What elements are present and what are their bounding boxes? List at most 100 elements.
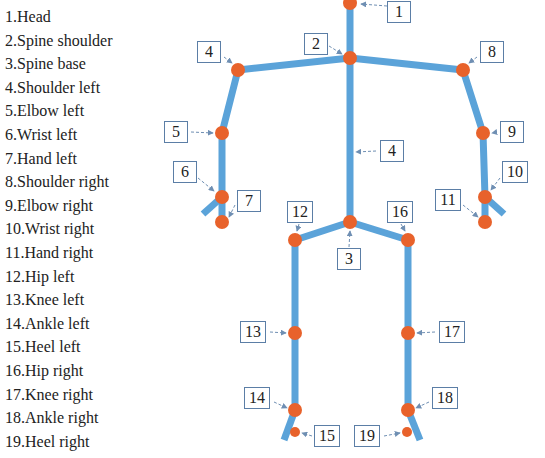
joint-name: 5.Elbow left: [5, 102, 84, 120]
callout-box: 15: [314, 425, 340, 447]
joint-name: 10.Wrist right: [5, 220, 94, 238]
callout-box: 2: [304, 33, 328, 55]
joint-name: 17.Knee right: [5, 386, 93, 404]
leader-line: [384, 433, 400, 436]
callout-number: 10: [507, 164, 523, 180]
callout-box: 3: [337, 248, 361, 270]
joints: [215, 0, 492, 437]
callout-box: 4: [197, 41, 221, 63]
leader-line: [417, 332, 435, 333]
joint-name: 19.Heel right: [5, 433, 89, 451]
callout-box: 9: [500, 121, 524, 143]
shoulder-bone: [350, 58, 463, 70]
joint-name: 9.Elbow right: [5, 197, 93, 215]
joint-dot: [288, 403, 302, 417]
callout-number: 6: [181, 164, 189, 180]
callout-number: 18: [437, 390, 453, 406]
joint-dot: [478, 215, 492, 229]
pelvis-bone: [295, 222, 350, 240]
spine-bone: [347, 0, 354, 222]
joint-name: 14.Ankle left: [5, 315, 89, 333]
callout-number: 5: [172, 124, 180, 140]
joint-dot: [401, 403, 415, 417]
callout-number: 13: [245, 324, 261, 340]
callout-number: 14: [249, 390, 265, 406]
joint-dot: [401, 326, 415, 340]
joint-dot: [478, 190, 492, 204]
leader-line: [191, 132, 213, 133]
leader-line: [491, 178, 500, 190]
callout-box: 4: [380, 140, 404, 162]
leg-bone: [292, 240, 299, 410]
leader-line: [274, 402, 287, 408]
joint-dot: [343, 51, 357, 65]
callout-box: 11: [435, 189, 461, 211]
joint-name: 7.Hand left: [5, 150, 77, 168]
leader-line: [463, 205, 478, 217]
leader-line: [401, 224, 405, 231]
leader-line: [229, 205, 235, 217]
joint-dot: [343, 0, 357, 10]
joint-dot: [343, 215, 357, 229]
callout-number: 4: [388, 143, 396, 159]
callout-number: 9: [508, 124, 516, 140]
callout-number: 16: [392, 204, 408, 220]
callout-box: 16: [387, 201, 413, 223]
pelvis-bone: [350, 222, 408, 240]
leader-lines: [191, 4, 500, 436]
callout-box: 13: [240, 321, 266, 343]
leader-line: [297, 224, 299, 231]
joint-name: 6.Wrist left: [5, 126, 77, 144]
joint-dot: [231, 63, 245, 77]
callout-number: 2: [312, 36, 320, 52]
joint-dot: [290, 427, 300, 437]
callout-number: 15: [319, 428, 335, 444]
joint-name: 16.Hip right: [5, 362, 83, 380]
leader-line: [416, 402, 429, 408]
joint-dot: [288, 326, 302, 340]
callout-number: 12: [292, 204, 308, 220]
callout-number: 8: [488, 44, 496, 60]
leader-line: [302, 433, 312, 436]
joint-dot: [476, 126, 490, 140]
joint-dot: [401, 233, 415, 247]
shoulder-bone: [238, 58, 350, 70]
joint-dot: [456, 63, 470, 77]
callout-box: 18: [432, 387, 458, 409]
leader-line: [224, 57, 232, 63]
leader-line: [356, 151, 376, 152]
leader-line: [270, 332, 286, 333]
callout-box: 14: [244, 387, 270, 409]
callout-number: 11: [440, 192, 455, 208]
joint-name: 11.Hand right: [5, 244, 93, 262]
leader-line: [492, 132, 497, 133]
callout-box: 12: [287, 201, 313, 223]
leader-line: [361, 4, 387, 6]
leader-line: [329, 46, 342, 54]
callout-box: 6: [173, 161, 197, 183]
leader-line: [469, 57, 477, 63]
joint-dot: [215, 126, 229, 140]
joint-name: 18.Ankle right: [5, 409, 98, 427]
leader-line: [349, 231, 350, 247]
callout-number: 7: [245, 193, 253, 209]
callout-box: 1: [387, 1, 411, 23]
callout-box: 10: [502, 161, 528, 183]
callout-number: 1: [395, 4, 403, 20]
joint-name: 2.Spine shoulder: [5, 32, 113, 50]
leader-line: [198, 178, 214, 191]
joint-name: 13.Knee left: [5, 291, 84, 309]
joint-name: 15.Heel left: [5, 338, 81, 356]
joint-name: 8.Shoulder right: [5, 173, 109, 191]
joint-name: 4.Shoulder left: [5, 79, 100, 97]
joint-dot: [215, 215, 229, 229]
joint-dot: [402, 427, 412, 437]
joint-name: 3.Spine base: [5, 55, 86, 73]
callout-number: 4: [205, 44, 213, 60]
callout-box: 17: [439, 321, 465, 343]
callout-number: 19: [359, 428, 375, 444]
joint-name: 1.Head: [5, 8, 51, 26]
callout-number: 3: [345, 251, 353, 267]
joint-name: 12.Hip left: [5, 268, 74, 286]
